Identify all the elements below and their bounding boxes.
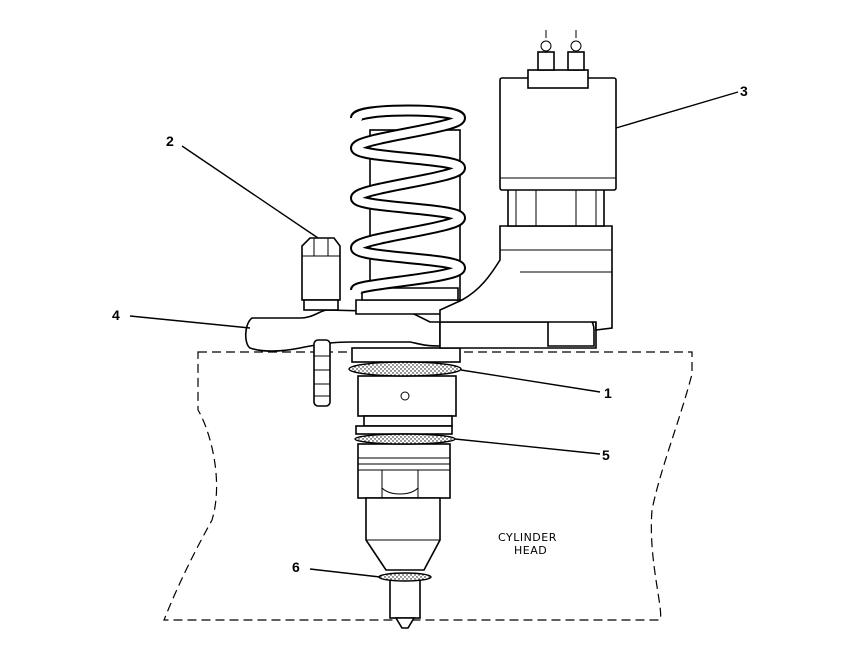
cylinder-head-outline [163, 351, 693, 621]
callout-2: 2 [166, 133, 174, 149]
callout-3: 3 [740, 83, 748, 99]
cylinder-head-label-line1: CYLINDER [498, 531, 557, 544]
leader-line-3 [615, 91, 739, 129]
cylinder-head-label-line2: HEAD [514, 544, 547, 557]
solenoid-assembly [439, 30, 617, 331]
callout-5: 5 [602, 447, 610, 463]
clamp-bolt [301, 237, 341, 311]
leader-line-1 [460, 369, 601, 393]
leader-line-4 [129, 315, 251, 329]
leader-line-6 [309, 568, 381, 578]
callout-1: 1 [604, 385, 612, 401]
seal-5-o-ring [354, 433, 456, 445]
seal-1-o-ring [348, 361, 462, 377]
callout-4: 4 [112, 307, 120, 323]
callout-6: 6 [292, 559, 300, 575]
injector-body [351, 347, 461, 629]
injector-spring [349, 104, 467, 315]
leader-line-5 [454, 438, 601, 455]
seal-6-washer [378, 572, 432, 582]
leader-line-2 [181, 145, 319, 239]
